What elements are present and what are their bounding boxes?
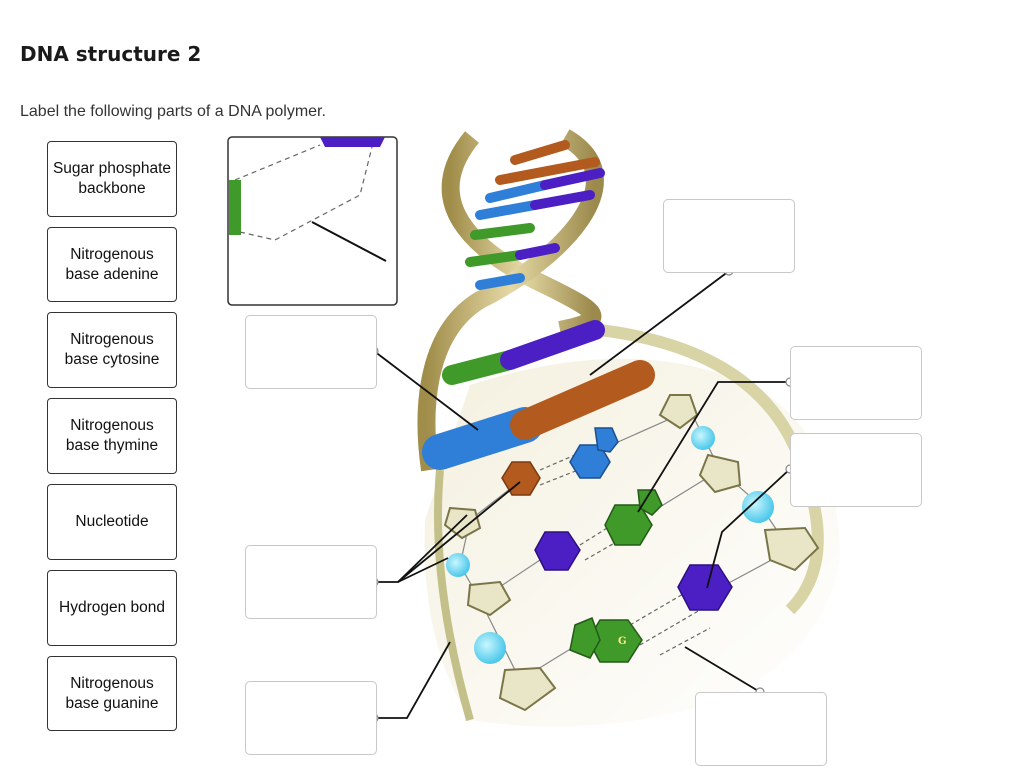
guanine-letter: G [618, 636, 627, 647]
inset-dash [239, 146, 373, 241]
leader-line [397, 481, 521, 583]
leader-line [637, 381, 790, 513]
drop-zone-1[interactable] [663, 199, 795, 273]
sugar-pentagon [763, 526, 820, 572]
label-hydrogen-bond[interactable]: Hydrogen bond [47, 570, 177, 646]
label-text: Hydrogen bond [59, 599, 165, 616]
sugar-pentagon [698, 453, 742, 494]
phosphate-group [446, 426, 774, 664]
base-pair-rungs [422, 140, 655, 470]
phosphate-circle [474, 632, 506, 664]
leader-line [373, 350, 479, 431]
inset-cytosine-fragment [320, 137, 385, 147]
label-adenine[interactable]: Nitrogenous base adenine [47, 227, 177, 302]
label-text: Sugar phosphate backbone [52, 160, 172, 197]
label-guanine[interactable]: Nitrogenous base guanine [47, 656, 177, 731]
leader-line [706, 468, 791, 589]
leader-line [684, 646, 761, 693]
drop-zone-3[interactable] [790, 346, 922, 420]
inset-pointer-line [311, 221, 387, 262]
phosphate-circle [742, 491, 774, 523]
label-sugar-phosphate-backbone[interactable]: Sugar phosphate backbone [47, 141, 177, 217]
sugar-pentagon [498, 666, 557, 712]
guanine-base-lower-ring2 [569, 617, 601, 659]
label-text: Nitrogenous base adenine [65, 245, 159, 283]
sugar-group [443, 394, 820, 712]
inset-guanine-fragment [229, 180, 241, 235]
label-text: Nitrogenous base thymine [65, 417, 159, 454]
drop-zone-7[interactable] [695, 692, 827, 766]
label-nucleotide[interactable]: Nucleotide [47, 484, 177, 560]
label-cytosine[interactable]: Nitrogenous base cytosine [47, 312, 177, 388]
label-text: Nitrogenous base cytosine [64, 331, 160, 368]
leader-line [374, 641, 451, 719]
phosphate-circle [446, 553, 470, 577]
drop-zone-5[interactable] [245, 545, 377, 619]
drop-zone-6[interactable] [245, 681, 377, 755]
label-text: Nitrogenous base guanine [65, 674, 159, 712]
inset-dash [234, 144, 321, 181]
sugar-pentagon [466, 580, 512, 617]
cytosine-base-lower [677, 564, 733, 611]
adenine-base-ring2 [594, 427, 619, 453]
leader-lines [373, 270, 791, 719]
drop-zone-2[interactable] [245, 315, 377, 389]
inset-closeup [227, 136, 398, 306]
sugar-pentagon [658, 394, 699, 430]
page-title: DNA structure 2 [20, 42, 202, 66]
leader-line [589, 270, 730, 376]
thymine-base [501, 461, 541, 496]
phosphate-circle [691, 426, 715, 450]
cytosine-base [534, 531, 581, 571]
drop-zone-4[interactable] [790, 433, 922, 507]
inset-frame [227, 136, 398, 306]
sugar-pentagon [443, 506, 482, 540]
helix-backbone-left [434, 469, 474, 722]
leader-line [397, 557, 449, 583]
label-text: Nucleotide [75, 513, 149, 530]
instruction-text: Label the following parts of a DNA polym… [20, 103, 326, 120]
helix-backbone-front [417, 129, 604, 472]
base-group: G [501, 427, 733, 663]
label-thymine[interactable]: Nitrogenous base thymine [47, 398, 177, 474]
